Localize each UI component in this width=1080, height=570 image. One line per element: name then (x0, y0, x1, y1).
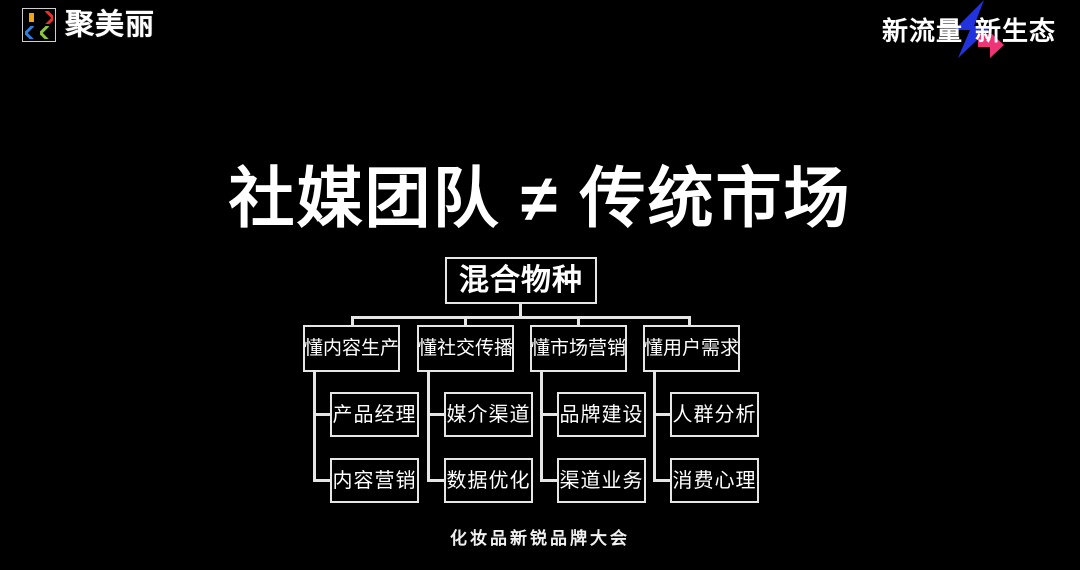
connector-branch-0-child-1 (313, 479, 331, 482)
connector-branch-2-child-0 (540, 413, 558, 416)
connector-branch-3-spine (653, 372, 656, 482)
brand-wordmark: 聚美丽 (65, 8, 156, 41)
org-node-branch-3-child-0: 人群分析 (670, 392, 759, 437)
logo-cell-bottom-left (25, 26, 38, 39)
org-node-branch-0-child-0-label: 产品经理 (332, 403, 417, 426)
connector-branch-1-spine (427, 372, 430, 482)
logo-cell-top-left (25, 11, 38, 24)
connector-branch-drop-0 (351, 316, 354, 326)
org-node-branch-1: 懂社交传播 (417, 325, 514, 372)
jumeili-square-logo-icon (22, 8, 56, 42)
org-node-branch-0-child-1: 内容营销 (330, 458, 419, 503)
tagline-right-text: 新生态 (974, 16, 1056, 46)
org-node-branch-1-child-1-label: 数据优化 (446, 469, 531, 492)
connector-branch-drop-2 (577, 316, 580, 326)
slide-footer-caption: 化妆品新锐品牌大会 (450, 529, 630, 548)
org-node-branch-1-label: 懂社交传播 (418, 338, 514, 359)
org-node-root-label: 混合物种 (459, 263, 583, 297)
slide-title: 社媒团队 ≠ 传统市场 (228, 161, 852, 235)
org-node-branch-2: 懂市场营销 (530, 325, 627, 372)
org-node-branch-2-child-1-label: 渠道业务 (559, 469, 644, 492)
org-node-branch-1-child-1: 数据优化 (444, 458, 533, 503)
logo-cell-bottom-right (40, 26, 53, 39)
org-node-branch-0-label: 懂内容生产 (304, 338, 400, 359)
org-node-branch-0-child-1-label: 内容营销 (332, 469, 417, 492)
connector-branch-bus (351, 316, 691, 319)
org-node-branch-1-child-0: 媒介渠道 (444, 392, 533, 437)
connector-branch-0-child-0 (313, 413, 331, 416)
connector-branch-0-spine (313, 372, 316, 482)
brand-logo: 聚美丽 (22, 8, 155, 42)
connector-branch-2-spine (540, 372, 543, 482)
event-tagline-text: 新流量新生态 (882, 18, 1056, 44)
connector-branch-3-child-1 (653, 479, 671, 482)
org-node-branch-3-child-1-label: 消费心理 (672, 469, 757, 492)
org-node-branch-0: 懂内容生产 (303, 325, 400, 372)
connector-branch-3-child-0 (653, 413, 671, 416)
logo-cell-top-right (40, 11, 53, 24)
org-node-branch-2-label: 懂市场营销 (531, 338, 627, 359)
org-node-branch-3-child-0-label: 人群分析 (672, 403, 757, 426)
connector-branch-drop-3 (688, 316, 691, 326)
logo-bar-glyph-icon (29, 12, 34, 23)
org-node-branch-0-child-0: 产品经理 (330, 392, 419, 437)
org-node-root: 混合物种 (445, 257, 597, 304)
connector-root-stem (519, 304, 522, 318)
org-node-branch-2-child-1: 渠道业务 (557, 458, 646, 503)
org-node-branch-2-child-0: 品牌建设 (557, 392, 646, 437)
org-node-branch-2-child-0-label: 品牌建设 (559, 403, 644, 426)
connector-branch-drop-1 (464, 316, 467, 326)
tagline-left-text: 新流量 (881, 16, 963, 46)
connector-branch-1-child-1 (427, 479, 445, 482)
org-node-branch-3-label: 懂用户需求 (644, 338, 740, 359)
connector-branch-1-child-0 (427, 413, 445, 416)
org-node-branch-1-child-0-label: 媒介渠道 (446, 403, 531, 426)
connector-branch-2-child-1 (540, 479, 558, 482)
org-node-branch-3-child-1: 消费心理 (670, 458, 759, 503)
org-node-branch-3: 懂用户需求 (643, 325, 740, 372)
